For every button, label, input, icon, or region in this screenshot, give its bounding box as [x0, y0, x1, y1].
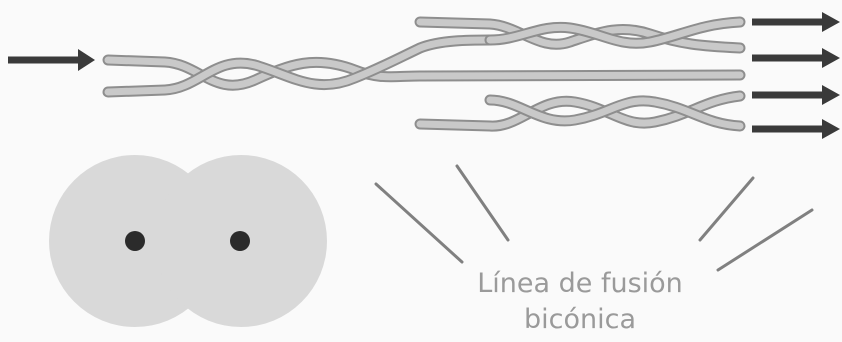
fusion-line-caption: Línea de fusión bicónica — [440, 266, 720, 338]
output-arrow-icon-2 — [752, 48, 840, 68]
core-left — [125, 231, 145, 251]
leader-lines — [374, 164, 814, 272]
caption-line-2: bicónica — [523, 304, 636, 335]
output-arrow-icon-3 — [752, 85, 840, 105]
fused-cross-section — [49, 155, 327, 327]
input-arrow-icon — [8, 49, 95, 71]
upper-coupler-fibers — [414, 16, 746, 54]
leader-line-1 — [374, 182, 464, 264]
output-arrows — [752, 12, 840, 139]
leader-line-4 — [716, 208, 814, 272]
output-arrow-icon-1 — [752, 12, 840, 32]
core-right — [230, 231, 250, 251]
caption-line-1: Línea de fusión — [477, 268, 683, 299]
output-arrow-icon-4 — [752, 119, 840, 139]
first-coupler-fibers — [102, 34, 746, 98]
leader-line-3 — [698, 176, 755, 242]
lower-coupler-fibers — [414, 90, 746, 132]
leader-line-2 — [455, 164, 510, 242]
